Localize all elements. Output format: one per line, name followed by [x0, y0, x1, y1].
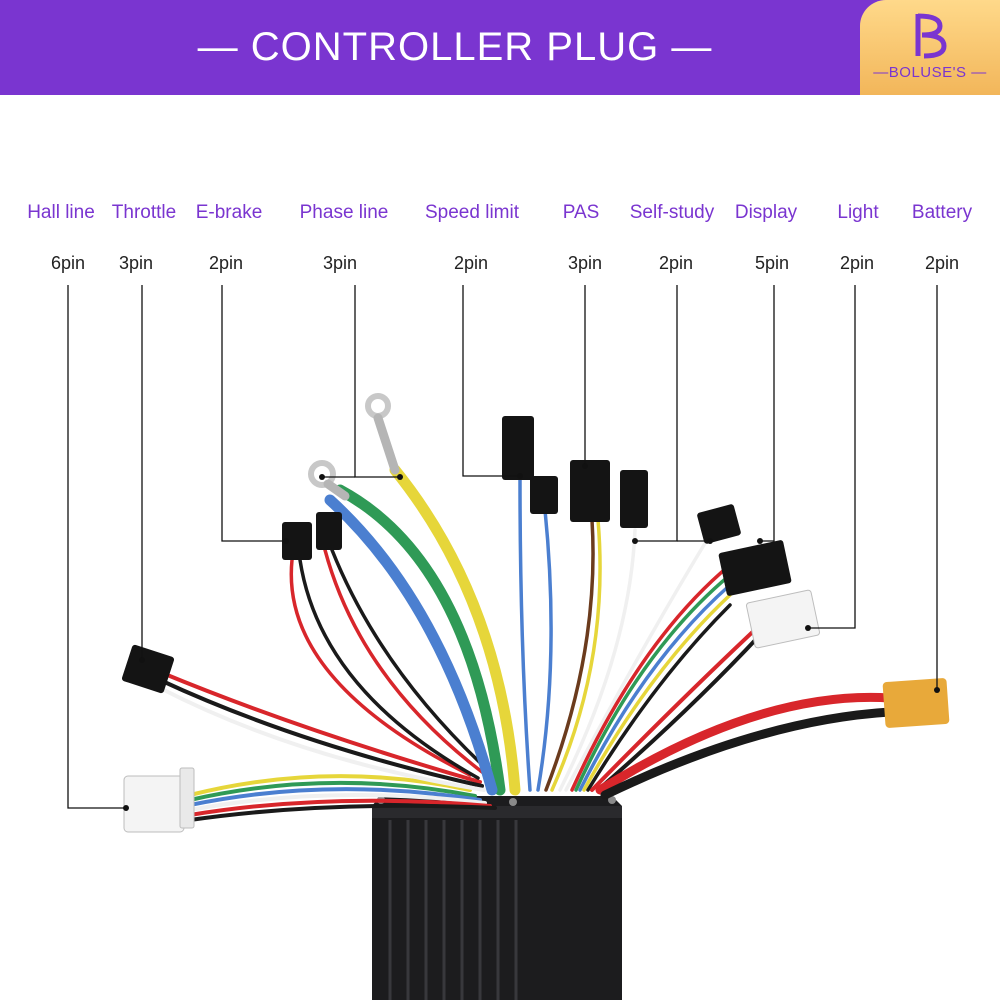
pin-count-throttle: 3pin [118, 253, 154, 273]
pin-count-hall-line: 6pin [50, 253, 86, 273]
label-light: Light [837, 202, 879, 223]
label-speed-limit: Speed limit [425, 202, 519, 223]
speed-limit-connector [502, 416, 558, 514]
pin-count-light: 2pin [839, 253, 875, 273]
label-throttle: Throttle [111, 202, 177, 223]
pin-count-battery: 2pin [924, 253, 960, 273]
brand-name: —BOLUSE'S — [873, 64, 987, 81]
label-self-study: Self-study [629, 202, 715, 223]
pin-count-speed-limit: 2pin [453, 253, 489, 273]
label-phase-line: Phase line [299, 202, 389, 223]
leader-hall-line [67, 285, 126, 809]
e-brake-connector [282, 512, 342, 560]
pin-count-e-brake: 2pin [208, 253, 244, 273]
brand-logo: —BOLUSE'S — [860, 0, 1000, 95]
battery-connector [882, 678, 950, 728]
pin-count-self-study: 2pin [658, 253, 694, 273]
display-connector [718, 540, 792, 596]
pas-connector [570, 460, 610, 522]
leader-e-brake [221, 285, 286, 542]
controller-body [372, 796, 622, 1000]
phase-line-connector [308, 393, 400, 501]
throttle-connector [121, 644, 175, 694]
self-study-connector [620, 470, 741, 544]
label-pas: PAS [562, 202, 600, 223]
label-display: Display [734, 202, 798, 223]
light-connector [745, 589, 821, 649]
leader-display [760, 285, 775, 542]
leader-speed-limit [462, 285, 520, 477]
leader-dots [123, 463, 940, 811]
logo-b-icon [915, 13, 947, 59]
leader-light [808, 285, 856, 629]
label-e-brake: E-brake [195, 202, 263, 223]
leader-phase-line-a [354, 285, 400, 478]
leader-lines [67, 285, 938, 809]
label-battery: Battery [911, 202, 973, 223]
pin-count-pas: 3pin [567, 253, 603, 273]
pin-count-phase-line: 3pin [322, 253, 358, 273]
page-title: — CONTROLLER PLUG — [197, 25, 713, 69]
title-banner: — CONTROLLER PLUG — —BOLUSE'S — [0, 0, 1000, 95]
wire-bundle [158, 464, 895, 822]
pin-count-display: 5pin [754, 253, 790, 273]
hall-line-connector [123, 767, 195, 833]
label-hall-line: Hall line [27, 202, 95, 223]
